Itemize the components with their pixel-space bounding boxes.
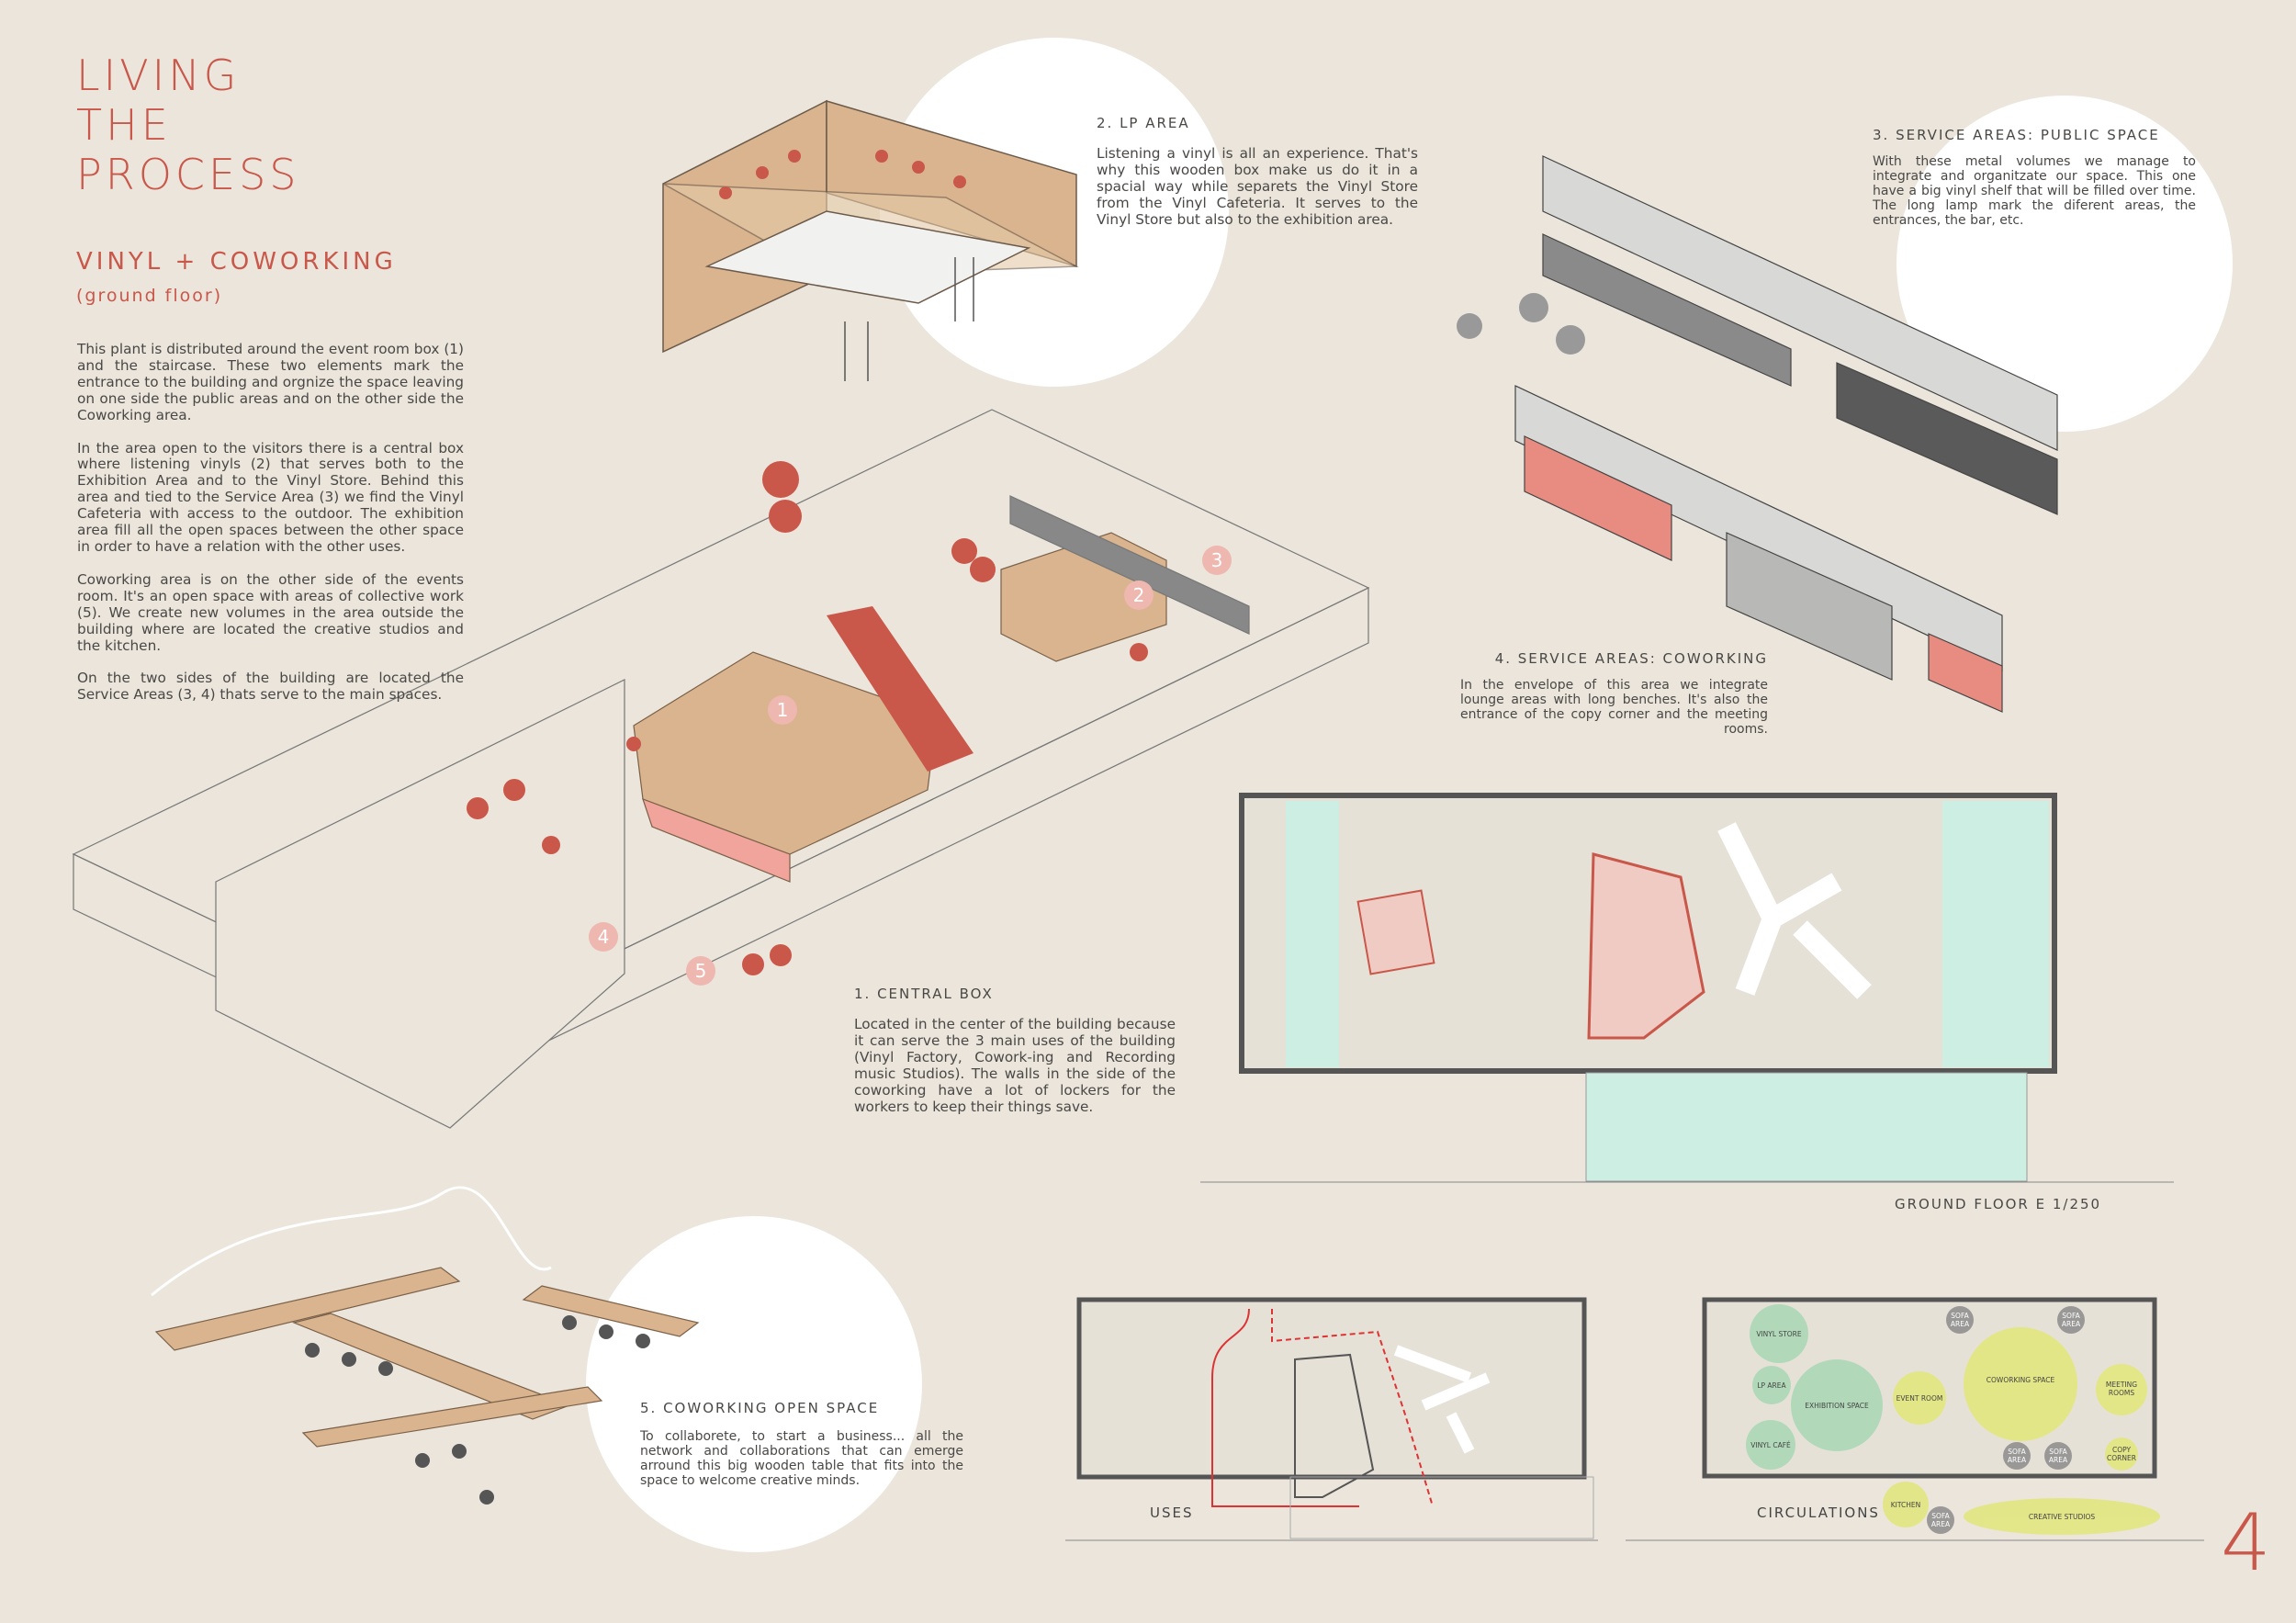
zone-studios bbox=[1964, 1498, 2160, 1535]
svg-text:AREA: AREA bbox=[1931, 1520, 1951, 1528]
marker-2: 2 bbox=[1133, 584, 1145, 606]
svg-text:SOFA: SOFA bbox=[2062, 1312, 2080, 1320]
svg-text:COWORKING SPACE: COWORKING SPACE bbox=[1986, 1376, 2055, 1384]
svg-text:AREA: AREA bbox=[2008, 1456, 2027, 1464]
section-text: Listening a vinyl is all an experience. … bbox=[1097, 145, 1418, 228]
svg-text:CORNER: CORNER bbox=[2107, 1454, 2136, 1462]
section-text: Located in the center of the building be… bbox=[854, 1016, 1176, 1115]
uses-plan: USES bbox=[1065, 1297, 1598, 1541]
zone-vinyl-store bbox=[1750, 1304, 1808, 1363]
section-coworking: 5. COWORKING OPEN SPACE To collaborete, … bbox=[640, 1400, 963, 1488]
marker-4: 4 bbox=[598, 926, 610, 948]
zone-kitchen bbox=[1883, 1482, 1929, 1527]
section-heading: 4. SERVICE AREAS: COWORKING bbox=[1494, 650, 1768, 667]
svg-text:AREA: AREA bbox=[2049, 1456, 2068, 1464]
zone-sofa bbox=[2057, 1306, 2085, 1334]
coworking-table-axonometric bbox=[151, 1186, 700, 1505]
marker-5: 5 bbox=[695, 960, 707, 982]
svg-text:ROOMS: ROOMS bbox=[2109, 1389, 2134, 1397]
page-number: 4 bbox=[2221, 1497, 2271, 1589]
circulations-label: CIRCULATIONS bbox=[1757, 1505, 1880, 1521]
section-lp: 2. LP AREA Listening a vinyl is all an e… bbox=[1097, 115, 1418, 229]
intro-paragraph: In the area open to the visitors there i… bbox=[77, 439, 464, 555]
board-title: LIVING THE PROCESS bbox=[76, 51, 300, 199]
section-text: To collaborete, to start a business... a… bbox=[640, 1429, 963, 1488]
intro-paragraph: Coworking area is on the other side of t… bbox=[77, 570, 464, 654]
svg-text:COPY: COPY bbox=[2112, 1446, 2131, 1454]
section-heading: 5. COWORKING OPEN SPACE bbox=[640, 1400, 880, 1416]
section-heading: 3. SERVICE AREAS: PUBLIC SPACE bbox=[1873, 127, 2160, 143]
zone-sofa bbox=[1927, 1506, 1954, 1534]
svg-text:SOFA: SOFA bbox=[2049, 1448, 2067, 1456]
zone-event-room bbox=[1893, 1371, 1946, 1425]
section-text: In the envelope of this area we integrat… bbox=[1460, 678, 1768, 737]
zone-exhibition bbox=[1791, 1359, 1883, 1451]
svg-text:EVENT ROOM: EVENT ROOM bbox=[1896, 1394, 1943, 1403]
zone-lp-area bbox=[1752, 1366, 1791, 1404]
ground-floor-label: GROUND FLOOR E 1/250 bbox=[1895, 1196, 2102, 1212]
section-text: With these metal volumes we manage to in… bbox=[1873, 154, 2196, 228]
marker-3: 3 bbox=[1211, 549, 1223, 571]
section-heading: 2. LP AREA bbox=[1097, 115, 1190, 131]
zone-sofa bbox=[1946, 1306, 1974, 1334]
svg-text:KITCHEN: KITCHEN bbox=[1891, 1501, 1921, 1509]
svg-text:SOFA: SOFA bbox=[1951, 1312, 1969, 1320]
lp-box-axonometric bbox=[662, 99, 1079, 381]
circulations-plan: VINYL STORE LP AREA EXHIBITION SPACE VIN… bbox=[1626, 1297, 2204, 1541]
intro-paragraph: On the two sides of the building are loc… bbox=[77, 670, 464, 704]
svg-text:VINYL CAFÉ: VINYL CAFÉ bbox=[1750, 1441, 1791, 1449]
section-central-box: 1. CENTRAL BOX Located in the center of … bbox=[854, 986, 1176, 1115]
svg-text:AREA: AREA bbox=[2062, 1320, 2081, 1328]
zone-copy bbox=[2105, 1437, 2138, 1471]
section-service-coworking: 4. SERVICE AREAS: COWORKING In the envel… bbox=[1460, 650, 1768, 737]
intro-paragraph: This plant is distributed around the eve… bbox=[77, 341, 464, 423]
section-heading: 1. CENTRAL BOX bbox=[854, 986, 994, 1002]
svg-text:MEETING: MEETING bbox=[2106, 1381, 2137, 1389]
coworking-circle bbox=[586, 1216, 922, 1552]
svg-text:SOFA: SOFA bbox=[1931, 1512, 1950, 1520]
axon-markers: 1 2 3 4 5 bbox=[598, 549, 1223, 982]
service-bars-axonometric bbox=[1457, 155, 2058, 713]
svg-text:SOFA: SOFA bbox=[2008, 1448, 2026, 1456]
floor-note: (ground floor) bbox=[76, 286, 223, 306]
zone-meeting bbox=[2096, 1364, 2147, 1415]
zone-sofa bbox=[2003, 1442, 2031, 1470]
zone-vinyl-cafe bbox=[1746, 1420, 1795, 1470]
intro-text: This plant is distributed around the eve… bbox=[77, 341, 464, 704]
ground-floor-plan bbox=[1200, 793, 2174, 1183]
uses-label: USES bbox=[1150, 1505, 1194, 1521]
svg-text:AREA: AREA bbox=[1951, 1320, 1970, 1328]
zone-coworking bbox=[1964, 1327, 2077, 1441]
section-service-public: 3. SERVICE AREAS: PUBLIC SPACE With thes… bbox=[1873, 127, 2196, 228]
svg-text:CREATIVE STUDIOS: CREATIVE STUDIOS bbox=[2029, 1513, 2096, 1521]
svg-text:EXHIBITION SPACE: EXHIBITION SPACE bbox=[1805, 1402, 1869, 1410]
building-axonometric bbox=[72, 409, 1370, 1129]
zone-sofa bbox=[2044, 1442, 2072, 1470]
subtitle: VINYL + COWORKING bbox=[76, 248, 397, 276]
marker-1: 1 bbox=[777, 699, 789, 721]
svg-text:LP AREA: LP AREA bbox=[1757, 1381, 1786, 1390]
service-circle bbox=[1896, 96, 2233, 432]
svg-text:VINYL STORE: VINYL STORE bbox=[1756, 1330, 1802, 1338]
